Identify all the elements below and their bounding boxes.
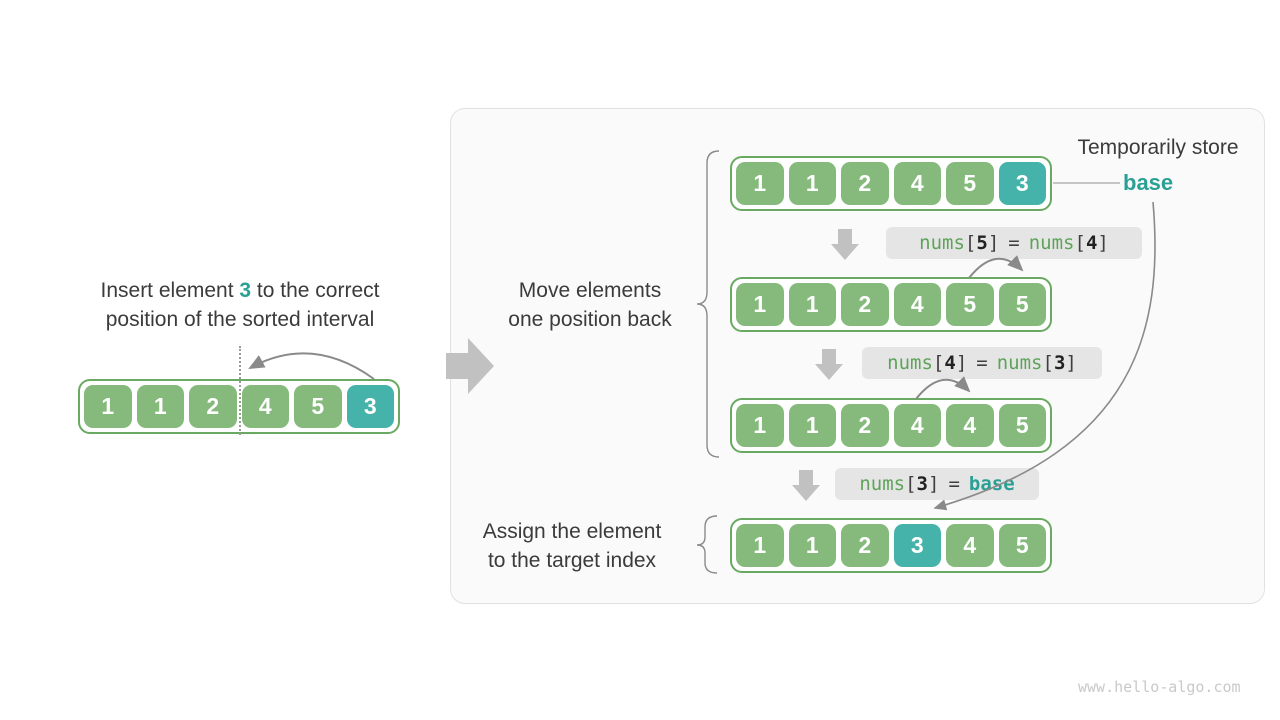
move-elements-line1: Move elements: [518, 279, 662, 302]
code-token-base: base: [968, 473, 1015, 495]
code-token: ]: [987, 232, 1000, 254]
array-cell-base: 3: [893, 524, 941, 567]
array-cell: 4: [946, 404, 994, 447]
array-cell: 1: [736, 524, 784, 567]
array-step-3: 1 1 2 4 4 5: [730, 398, 1052, 453]
array-cell: 4: [893, 283, 941, 326]
code-token: [: [905, 473, 917, 495]
sorted-boundary-divider: [239, 346, 241, 435]
code-token: [: [964, 232, 977, 254]
array-cell: 2: [841, 283, 889, 326]
assign-element-label: Assign the element to the target index: [458, 517, 686, 575]
array-cell-base: 3: [998, 162, 1046, 205]
code-token: ]: [1065, 352, 1077, 374]
code-token: ]: [928, 473, 940, 495]
array-step-4: 1 1 2 3 4 5: [730, 518, 1052, 573]
array-cell: 1: [788, 524, 836, 567]
code-token: nums: [1028, 232, 1075, 254]
assign-element-line2: to the target index: [487, 549, 657, 572]
array-cell: 4: [241, 385, 289, 428]
array-cell: 1: [136, 385, 184, 428]
code-token: nums: [859, 473, 906, 495]
array-cell: 1: [736, 162, 784, 205]
array-cell: 1: [788, 283, 836, 326]
code-token: 5: [976, 232, 988, 254]
code-token: =: [1008, 232, 1020, 254]
code-step-3: nums[3] = base: [835, 468, 1039, 500]
temporarily-store-label: Temporarily store: [1077, 136, 1239, 159]
code-step-2: nums[4]=nums[3]: [862, 347, 1102, 379]
code-token: 3: [916, 473, 928, 495]
array-cell: 1: [788, 404, 836, 447]
caption-text: to the correct: [251, 279, 380, 302]
code-token: 3: [1053, 352, 1066, 374]
array-cell: 1: [788, 162, 836, 205]
code-token: 4: [944, 352, 956, 374]
code-step-1: nums[5]=nums[4]: [886, 227, 1142, 259]
code-token: ]: [955, 352, 968, 374]
assign-element-line1: Assign the element: [482, 520, 662, 543]
code-token: [: [1042, 352, 1054, 374]
array-cell: 2: [189, 385, 237, 428]
array-cell: 1: [84, 385, 132, 428]
caption-text: Insert element: [100, 279, 240, 302]
array-cell: 1: [736, 404, 784, 447]
code-token: nums: [996, 352, 1043, 374]
caption-highlight-3: 3: [239, 279, 252, 302]
array-cell: 2: [841, 524, 889, 567]
watermark: www.hello-algo.com: [1078, 678, 1241, 696]
array-cell: 2: [841, 404, 889, 447]
array-step-2: 1 1 2 4 5 5: [730, 277, 1052, 332]
insert-position-arrow: [248, 352, 375, 380]
array-cell: 5: [998, 404, 1046, 447]
array-cell: 4: [893, 162, 941, 205]
left-caption: Insert element 3 to the correct position…: [70, 276, 410, 334]
code-token: nums: [887, 352, 933, 374]
array-cell: 5: [946, 162, 994, 205]
array-cell: 5: [998, 524, 1046, 567]
move-elements-line2: one position back: [508, 308, 672, 331]
array-cell: 4: [946, 524, 994, 567]
array-cell: 4: [893, 404, 941, 447]
code-token: [: [1074, 232, 1086, 254]
code-token: =: [976, 352, 988, 374]
array-cell: 1: [736, 283, 784, 326]
left-caption-line2: position of the sorted interval: [105, 308, 375, 331]
code-token: ]: [1097, 232, 1109, 254]
array-cell: 5: [998, 283, 1046, 326]
array-cell: 5: [294, 385, 342, 428]
left-caption-line1: Insert element 3 to the correct: [70, 276, 410, 305]
code-token: 4: [1085, 232, 1098, 254]
array-cell: 2: [841, 162, 889, 205]
base-label: base: [1123, 170, 1174, 195]
code-token: nums: [919, 232, 965, 254]
code-token: =: [948, 473, 960, 495]
array-cell-base: 3: [346, 385, 394, 428]
array-cell: 5: [946, 283, 994, 326]
code-token: [: [932, 352, 945, 374]
array-step-1: 1 1 2 4 5 3: [730, 156, 1052, 211]
move-elements-label: Move elements one position back: [466, 276, 714, 334]
